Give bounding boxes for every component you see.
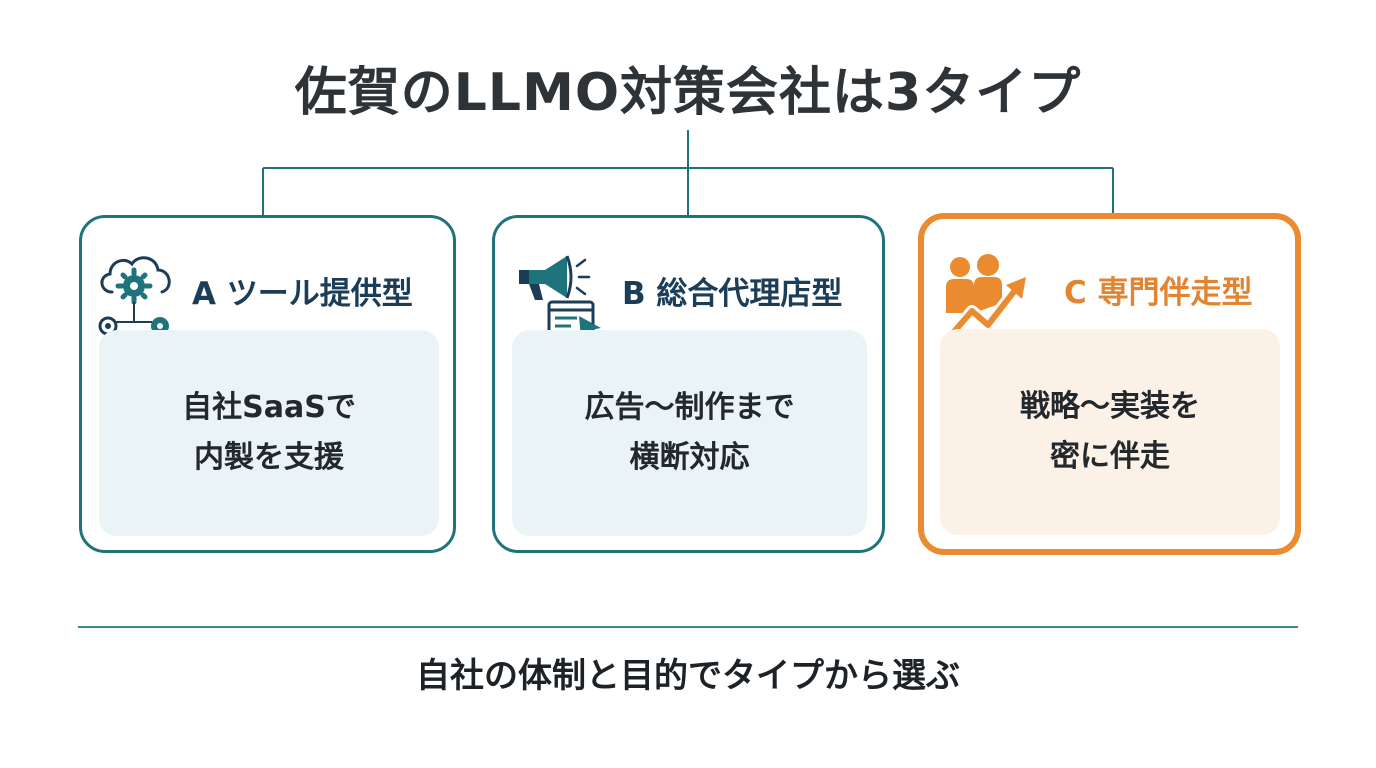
footer-text: 自社の体制と目的でタイプから選ぶ (416, 656, 960, 696)
card-description-box: 広告～制作まで 横断対応 (512, 330, 867, 536)
card-tool-provider: A ツール提供型 自社SaaSで 内製を支援 (79, 215, 456, 553)
desc-line-1: 広告～制作まで (584, 390, 795, 425)
card-description-box: 自社SaaSで 内製を支援 (99, 330, 439, 536)
desc-line-1: 自社SaaSで (182, 390, 356, 425)
divider (78, 626, 1298, 628)
desc-line-2: 横断対応 (629, 440, 750, 475)
people-growth-icon (942, 254, 1026, 345)
card-general-agency: B 総合代理店型 広告～制作まで 横断対応 (492, 215, 885, 553)
card-label: C 専門伴走型 (1064, 275, 1253, 311)
cloud-gears-icon (98, 256, 171, 336)
card-specialist-partner: C 専門伴走型 戦略～実装を 密に伴走 (918, 213, 1301, 555)
card-description: 広告～制作まで 横断対応 (585, 383, 795, 483)
card-label: A ツール提供型 (192, 276, 413, 312)
card-description: 自社SaaSで 内製を支援 (182, 383, 356, 483)
card-label: B 総合代理店型 (622, 276, 843, 312)
card-description: 戦略～実装を 密に伴走 (1020, 382, 1200, 482)
card-description-box: 戦略～実装を 密に伴走 (940, 329, 1280, 535)
megaphone-browser-icon (519, 255, 601, 342)
page-title: 佐賀のLLMO対策会社は3タイプ (294, 63, 1082, 123)
desc-line-2: 内製を支援 (193, 440, 344, 475)
desc-line-1: 戦略～実装を (1020, 389, 1200, 424)
desc-line-2: 密に伴走 (1050, 439, 1170, 474)
